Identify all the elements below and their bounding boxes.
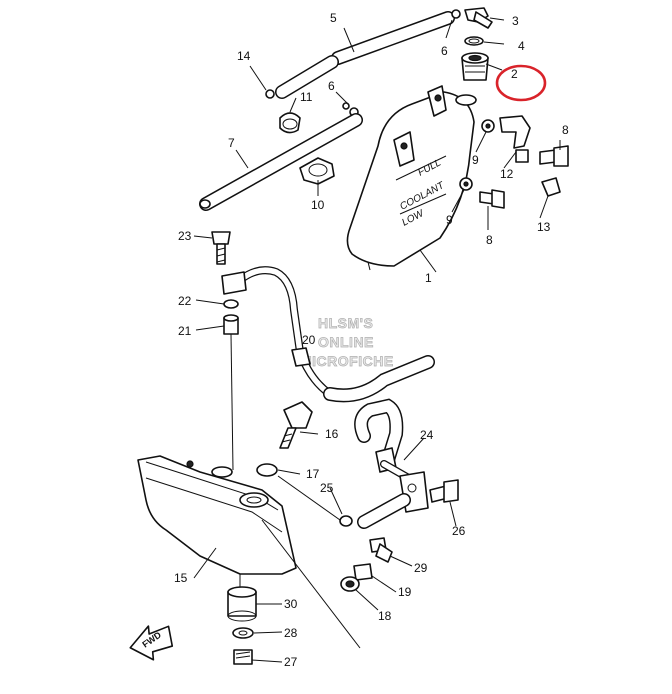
collar-21[interactable] — [223, 314, 239, 335]
collar-9-upper[interactable] — [481, 119, 495, 133]
bolt-8-right[interactable] — [539, 145, 569, 167]
leader-21-tank — [230, 333, 234, 471]
watermark-line-1: HLSM'S — [318, 315, 373, 331]
grommet-18[interactable] — [340, 576, 360, 592]
damper-30[interactable] — [227, 586, 257, 622]
bolt-27[interactable] — [233, 649, 253, 665]
callout-14[interactable]: 14 — [237, 49, 251, 63]
callout-29[interactable]: 29 — [414, 561, 428, 575]
hose-24[interactable] — [323, 355, 435, 473]
callout-26[interactable]: 26 — [452, 524, 466, 538]
hose-14[interactable] — [265, 55, 339, 99]
collar-9-lower[interactable] — [459, 177, 473, 191]
leader-lines — [193, 17, 561, 663]
callout-12[interactable]: 12 — [500, 167, 514, 181]
callout-8-lower[interactable]: 8 — [486, 233, 493, 247]
collar-19[interactable] — [353, 563, 373, 581]
callout-16[interactable]: 16 — [325, 427, 339, 441]
pipe-20[interactable] — [221, 266, 334, 398]
callout-11[interactable]: 11 — [300, 90, 313, 104]
callout-5[interactable]: 5 — [330, 11, 337, 25]
callout-20[interactable]: 20 — [302, 333, 316, 347]
watermark-line-3: MICROFICHE — [300, 353, 394, 369]
elbow-3[interactable] — [464, 7, 493, 29]
callout-9-lower[interactable]: 9 — [446, 213, 453, 227]
callout-6-top[interactable]: 6 — [441, 44, 448, 58]
callout-3[interactable]: 3 — [512, 14, 519, 28]
callout-21[interactable]: 21 — [178, 324, 192, 338]
clamp-11[interactable] — [279, 112, 301, 134]
washer-22[interactable] — [223, 299, 239, 309]
callout-7[interactable]: 7 — [228, 136, 235, 150]
callout-19[interactable]: 19 — [398, 585, 412, 599]
washer-28[interactable] — [232, 627, 254, 639]
callout-18[interactable]: 18 — [378, 609, 392, 623]
clamp-10[interactable] — [299, 157, 335, 185]
hose-5[interactable] — [331, 11, 455, 65]
callout-9-upper[interactable]: 9 — [472, 153, 479, 167]
callout-17[interactable]: 17 — [306, 467, 320, 481]
oring-4[interactable] — [464, 36, 484, 46]
clip-13[interactable] — [541, 177, 561, 197]
callout-numbers: 1 2 3 4 5 6 6 7 8 8 9 9 10 11 12 13 14 1… — [174, 11, 569, 669]
cap-2[interactable] — [461, 52, 489, 81]
callout-22[interactable]: 22 — [178, 294, 192, 308]
callout-1[interactable]: 1 — [425, 271, 432, 285]
callout-15[interactable]: 15 — [174, 571, 188, 585]
callout-28[interactable]: 28 — [284, 626, 298, 640]
watermark: HLSM'S ONLINE MICROFICHE — [300, 315, 394, 370]
clamp-6-mid[interactable] — [342, 102, 359, 117]
oring-17[interactable] — [256, 463, 278, 477]
tank-15[interactable] — [137, 455, 297, 590]
hose-7[interactable] — [199, 113, 363, 211]
bolt-8-lower[interactable] — [479, 189, 505, 209]
callout-10[interactable]: 10 — [311, 198, 325, 212]
fwd-arrow-icon: FWD — [129, 625, 174, 661]
clamp-6-top[interactable] — [451, 9, 461, 19]
callout-30[interactable]: 30 — [284, 597, 298, 611]
callout-24[interactable]: 24 — [420, 428, 434, 442]
cap-16[interactable] — [279, 401, 313, 449]
bolt-23[interactable] — [211, 231, 231, 265]
bolt-29[interactable] — [369, 537, 393, 563]
callout-23[interactable]: 23 — [178, 229, 192, 243]
oring-25[interactable] — [339, 515, 353, 527]
callout-6-mid[interactable]: 6 — [328, 79, 335, 93]
bracket-12[interactable] — [499, 115, 531, 163]
callout-13[interactable]: 13 — [537, 220, 551, 234]
bolt-26[interactable] — [429, 479, 459, 503]
callout-27[interactable]: 27 — [284, 655, 298, 669]
highlight-circle — [495, 64, 547, 102]
callout-25[interactable]: 25 — [320, 481, 334, 495]
joint-pipe[interactable] — [357, 460, 429, 529]
callout-2[interactable]: 2 — [511, 67, 518, 81]
callout-8-right[interactable]: 8 — [562, 123, 569, 137]
callout-4[interactable]: 4 — [518, 39, 525, 53]
watermark-line-2: ONLINE — [318, 334, 374, 350]
coolant-tank-1[interactable]: FULL COOLANT LOW — [346, 85, 477, 271]
